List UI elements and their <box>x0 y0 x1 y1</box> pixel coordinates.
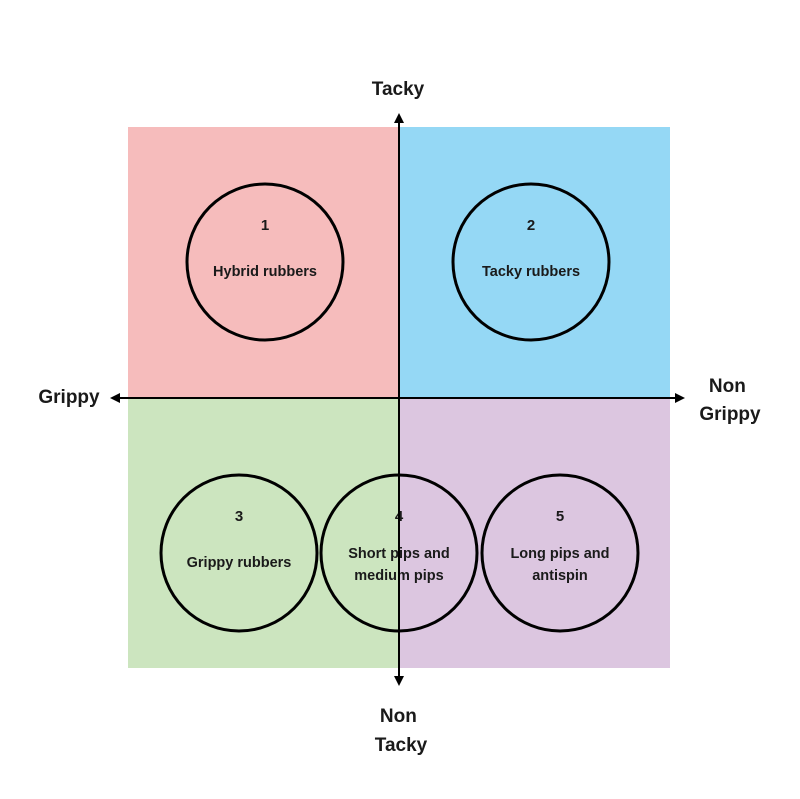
circle-label: Tacky rubbers <box>482 264 580 280</box>
circle-outline <box>480 473 640 633</box>
circle-label: antispin <box>532 568 588 584</box>
axis-label-bottom: Non Tacky <box>375 706 428 756</box>
circle-number: 2 <box>527 217 535 234</box>
circle-outline <box>451 182 611 342</box>
axis-label-top: Tacky <box>372 79 425 100</box>
circle-label: Long pips and <box>510 546 609 562</box>
circle-outline <box>185 182 345 342</box>
circle-outline <box>159 473 319 633</box>
circle-label: Grippy rubbers <box>187 555 292 571</box>
circle-number: 5 <box>556 508 564 525</box>
axis-label-left-line1: Grippy <box>38 387 100 408</box>
axis-label-right-line2: Grippy <box>699 404 761 425</box>
axis-label-bottom-line2: Tacky <box>375 735 428 756</box>
quadrant-top-right <box>399 127 670 398</box>
axis-label-top-line1: Tacky <box>372 79 425 100</box>
axis-label-left: Grippy <box>38 387 100 408</box>
quadrant-bottom-left <box>128 398 399 668</box>
axis-label-bottom-line1: Non <box>380 706 417 727</box>
quadrant-top-left <box>128 127 399 398</box>
circle-number: 1 <box>261 217 269 234</box>
axis-label-right-line1: Non <box>709 376 746 397</box>
circle-label: Hybrid rubbers <box>213 264 317 280</box>
quadrant-bottom-right <box>399 398 670 668</box>
axis-label-right: Non Grippy <box>699 376 761 425</box>
circle-number: 3 <box>235 508 243 525</box>
